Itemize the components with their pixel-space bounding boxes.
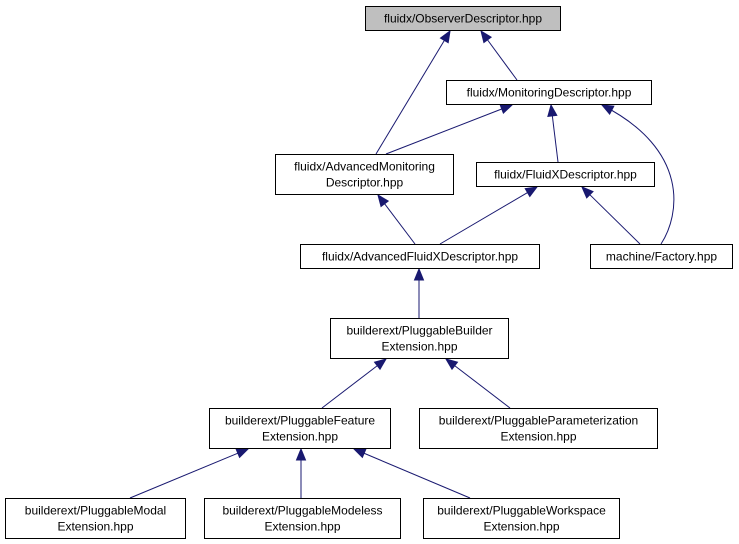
- arrowhead: [600, 104, 615, 115]
- edge-fluidx-to-monitoring: [547, 103, 559, 163]
- edge-line: [588, 192, 641, 245]
- node-box: [275, 154, 454, 195]
- node-label-line: builderext/PluggableBuilder: [346, 324, 492, 338]
- edge-advfluidx-to-advmonitoring: [377, 193, 416, 245]
- node-modeless[interactable]: builderext/PluggableModelessExtension.hp…: [204, 498, 401, 539]
- node-label-line: builderext/PluggableModeless: [222, 504, 382, 518]
- node-param[interactable]: builderext/PluggableParameterizationExte…: [419, 408, 658, 449]
- node-box: [423, 498, 620, 539]
- node-label-line: Descriptor.hpp: [326, 176, 404, 190]
- arrowhead: [524, 186, 539, 198]
- edges-layer: [129, 29, 675, 499]
- node-label-line: Extension.hpp: [483, 520, 559, 534]
- edge-param-to-builder: [444, 358, 511, 409]
- edge-line: [439, 191, 530, 245]
- arrowhead: [235, 448, 250, 459]
- arrowhead: [377, 193, 390, 208]
- edge-line: [452, 364, 511, 409]
- arrowhead: [352, 448, 367, 459]
- node-label-line: fluidx/AdvancedFluidXDescriptor.hpp: [322, 250, 518, 264]
- arrowhead: [547, 103, 558, 118]
- arrowhead: [439, 29, 451, 44]
- node-box: [204, 498, 401, 539]
- edge-line: [321, 364, 380, 409]
- node-box: [419, 408, 658, 449]
- node-label-line: Extension.hpp: [264, 520, 340, 534]
- node-box: [476, 162, 655, 187]
- node-box: [330, 318, 509, 359]
- node-label-line: Extension.hpp: [500, 430, 576, 444]
- edge-line: [375, 38, 446, 155]
- edge-line: [485, 37, 518, 81]
- edge-workspace-to-feature: [352, 448, 471, 499]
- node-label-line: machine/Factory.hpp: [606, 250, 717, 264]
- edge-feature-to-builder: [321, 358, 388, 409]
- edge-factory-to-monitoring: [600, 104, 675, 245]
- node-label-line: builderext/PluggableModal: [25, 504, 166, 518]
- node-workspace[interactable]: builderext/PluggableWorkspaceExtension.h…: [423, 498, 620, 539]
- edge-modal-to-feature: [129, 448, 250, 499]
- node-box: [590, 244, 733, 269]
- node-observer[interactable]: fluidx/ObserverDescriptor.hpp: [365, 6, 561, 31]
- node-factory[interactable]: machine/Factory.hpp: [590, 244, 733, 269]
- edge-advfluidx-to-fluidx: [439, 186, 539, 245]
- edge-line: [601, 104, 675, 245]
- arrowhead: [499, 104, 514, 115]
- edge-line: [385, 107, 504, 155]
- arrowhead: [295, 447, 307, 461]
- edge-line: [129, 451, 240, 499]
- node-box: [5, 498, 186, 539]
- arrowhead: [480, 29, 493, 44]
- node-label-line: fluidx/FluidXDescriptor.hpp: [494, 168, 637, 182]
- arrowhead: [373, 358, 388, 371]
- edge-builder-to-advfluidx: [413, 267, 425, 318]
- edge-factory-to-fluidx: [581, 186, 641, 245]
- node-box: [209, 408, 391, 449]
- node-label-line: fluidx/ObserverDescriptor.hpp: [384, 12, 542, 26]
- arrowhead: [413, 267, 425, 281]
- arrowhead: [444, 358, 459, 371]
- node-label-line: fluidx/AdvancedMonitoring: [294, 160, 435, 174]
- node-label-line: Extension.hpp: [57, 520, 133, 534]
- node-advfluidx[interactable]: fluidx/AdvancedFluidXDescriptor.hpp: [300, 244, 540, 269]
- arrowhead: [581, 186, 594, 199]
- edge-modeless-to-feature: [295, 447, 307, 498]
- node-label-line: Extension.hpp: [262, 430, 338, 444]
- edge-line: [551, 113, 559, 163]
- node-monitoring[interactable]: fluidx/MonitoringDescriptor.hpp: [446, 80, 652, 105]
- edge-line: [383, 201, 416, 245]
- node-box: [365, 6, 561, 31]
- node-label-line: Extension.hpp: [381, 340, 457, 354]
- node-label-line: builderext/PluggableParameterization: [439, 414, 638, 428]
- node-box: [446, 80, 652, 105]
- node-label-line: builderext/PluggableWorkspace: [437, 504, 606, 518]
- node-label-line: builderext/PluggableFeature: [225, 414, 375, 428]
- edge-line: [362, 452, 471, 499]
- node-box: [300, 244, 540, 269]
- nodes-layer: fluidx/ObserverDescriptor.hpp fluidx/Moni…: [5, 6, 733, 539]
- edge-monitoring-to-observer: [480, 29, 518, 81]
- node-fluidx[interactable]: fluidx/FluidXDescriptor.hpp: [476, 162, 655, 187]
- node-label-line: fluidx/MonitoringDescriptor.hpp: [467, 86, 632, 100]
- edge-advmonitoring-to-monitoring: [385, 104, 514, 155]
- edge-advmonitoring-to-observer: [375, 29, 451, 155]
